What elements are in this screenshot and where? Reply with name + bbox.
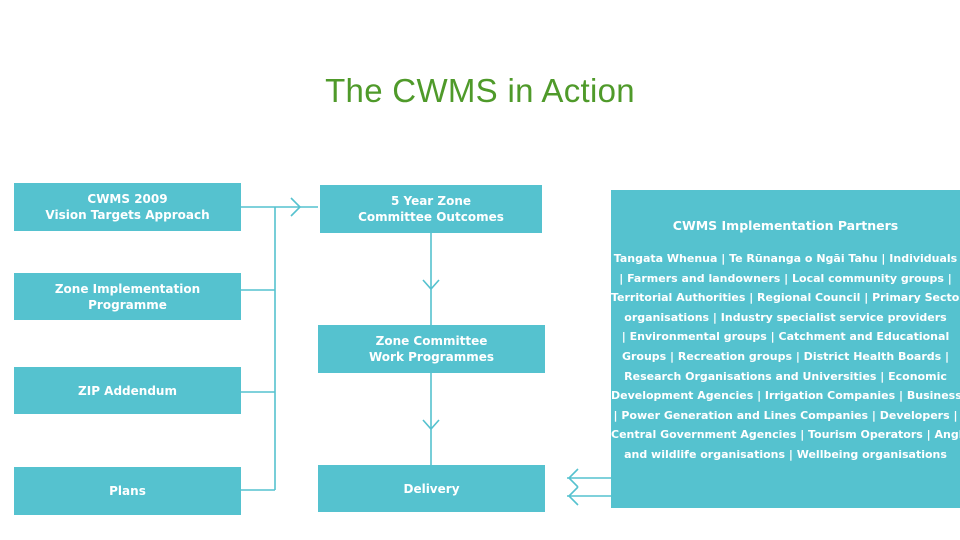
partners-line: Development Agencies | Irrigation Compan… <box>611 389 960 403</box>
partners-line: Tangata Whenua | Te Rūnanga o Ngāi Tahu … <box>613 252 958 265</box>
implementation-partners-box: CWMS Implementation Partners Tangata Whe… <box>611 190 960 508</box>
plans-box: Plans <box>14 467 241 515</box>
outcomes-line-2: Committee Outcomes <box>358 210 504 224</box>
work-programmes-line-1: Zone Committee <box>375 334 488 348</box>
arrowhead-down-icon <box>422 279 440 291</box>
zone-implementation-programme-label: Zone Implementation Programme <box>54 281 201 312</box>
cwms-2009-box: CWMS 2009 Vision Targets Approach <box>14 183 241 231</box>
plans-label: Plans <box>109 484 146 498</box>
partners-heading: CWMS Implementation Partners <box>672 218 899 233</box>
partners-line: Groups | Recreation groups | District He… <box>621 349 950 363</box>
partners-line: | Power Generation and Lines Companies |… <box>613 408 958 422</box>
partners-line: | Environmental groups | Catchment and E… <box>621 330 950 344</box>
arrowhead-down-icon <box>422 419 440 431</box>
partners-line: Territorial Authorities | Regional Counc… <box>611 291 960 305</box>
cwms-2009-line-2: Vision Targets Approach <box>45 208 210 222</box>
page-title: The CWMS in Action <box>325 72 635 109</box>
zone-implementation-programme-box: Zone Implementation Programme <box>14 273 241 320</box>
partners-list: Tangata Whenua | Te Rūnanga o Ngāi Tahu … <box>611 249 960 465</box>
outcomes-line-1: 5 Year Zone <box>390 194 472 208</box>
partners-line: and wildlife organisations | Wellbeing o… <box>624 447 947 461</box>
arrowhead-left-icon <box>567 468 579 488</box>
partners-line: organisations | Industry specialist serv… <box>624 310 947 324</box>
arrowhead-left-icon <box>567 486 579 506</box>
arrowhead-right-icon <box>290 197 302 217</box>
partners-line: Central Government Agencies | Tourism Op… <box>611 428 960 442</box>
work-programmes-line-2: Work Programmes <box>369 350 494 364</box>
partners-line: Research Organisations and Universities … <box>624 369 947 383</box>
five-year-zone-outcomes-box: 5 Year Zone Committee Outcomes <box>320 185 542 233</box>
partners-line: | Farmers and landowners | Local communi… <box>619 271 952 285</box>
cwms-2009-line-1: CWMS 2009 <box>87 192 168 206</box>
zone-committee-work-programmes-box: Zone Committee Work Programmes <box>318 325 545 373</box>
delivery-box: Delivery <box>318 465 545 512</box>
delivery-label: Delivery <box>403 481 460 496</box>
zip-addendum-label: ZIP Addendum <box>78 383 177 398</box>
zip-addendum-box: ZIP Addendum <box>14 367 241 414</box>
